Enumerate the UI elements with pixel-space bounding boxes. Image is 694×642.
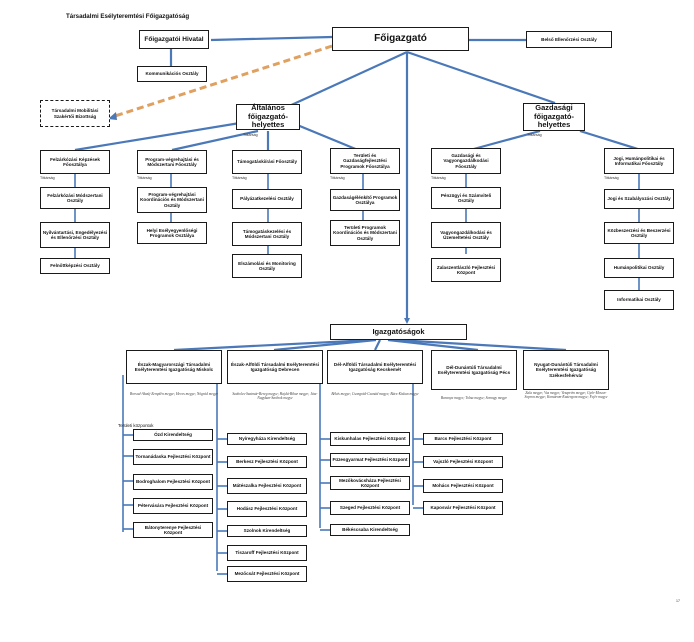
unit-box: Jogi és Szabályozási Osztály bbox=[604, 189, 674, 209]
unit-box: Bátonyterenye Fejlesztési Központ bbox=[133, 522, 213, 538]
unit-box: Barcs Fejlesztési Központ bbox=[423, 433, 503, 445]
directorate-counties: Szabolcs-Szatmár-Bereg megye; Hajdú-Biha… bbox=[232, 392, 318, 401]
unit-box: Mezőkovácsháza Fejlesztési Központ bbox=[330, 476, 410, 490]
unit-box: Pénzügyi és Számviteli Osztály bbox=[431, 187, 501, 209]
unit-box: Ózd Kirendeltség bbox=[133, 429, 213, 441]
internal-audit-box: Belső Ellenőrzési Osztály bbox=[526, 31, 612, 48]
page-number: 17 bbox=[676, 599, 680, 603]
secretariat-label: Titkárság bbox=[232, 176, 247, 180]
unit-box: Mezőcsát Fejlesztési Központ bbox=[227, 566, 307, 582]
unit-box: Nyilvántartási, Engedélyezési és Ellenőr… bbox=[40, 222, 110, 248]
directorate-counties: Békés megye; Csongrád-Csanád megye; Bács… bbox=[331, 392, 419, 396]
secretariat-label: Titkárság bbox=[431, 176, 446, 180]
unit-box: Hodász Fejlesztési Központ bbox=[227, 501, 307, 517]
unit-box: Gazdaságélénkítő Programok Osztálya bbox=[330, 189, 400, 211]
secretariat-label: Titkárság bbox=[604, 176, 619, 180]
department-head-box: Program-végrehajtási és Módszertani Főos… bbox=[137, 150, 207, 174]
unit-box: Kaposvár Fejlesztési Központ bbox=[423, 501, 503, 515]
directorate-box: Nyugat-Dunántúli Társadalmi Esélyteremté… bbox=[523, 350, 609, 390]
unit-box: Mátészalka Fejlesztési Központ bbox=[227, 478, 307, 494]
economic-deputy-box: Gazdasági főigazgató-helyettes bbox=[523, 103, 585, 131]
secretariat-label: Titkárság bbox=[527, 133, 542, 137]
department-head-box: Gazdasági és Vagyongazdálkodási Főosztál… bbox=[431, 148, 501, 174]
director-box: Főigazgató bbox=[332, 27, 469, 51]
unit-box: Pályázatkezelési Osztály bbox=[232, 189, 302, 209]
unit-box: Informatikai Osztály bbox=[604, 290, 674, 310]
unit-box: Vajszló Fejlesztési Központ bbox=[423, 456, 503, 468]
unit-box: Program-végrehajtási Koordinációs és Mód… bbox=[137, 187, 207, 213]
unit-box: Tiszaroff Fejlesztési Központ bbox=[227, 545, 307, 561]
unit-box: Tornanádaska Fejlesztési Központ bbox=[133, 449, 213, 465]
secretariat-label: Titkárság bbox=[243, 133, 258, 137]
unit-box: Zalaszentlászló Fejlesztési Központ bbox=[431, 258, 501, 282]
directorate-box: Észak-Alföldi Társadalmi Esélyteremtési … bbox=[227, 350, 323, 384]
unit-box: Pétervására Fejlesztési Központ bbox=[133, 498, 213, 514]
directorate-box: Észak-Magyarországi Társadalmi Esélytere… bbox=[126, 350, 222, 384]
department-head-box: Jogi, Humánpolitikai és Informatikai Főo… bbox=[604, 148, 674, 174]
unit-box: Felzárkózási Módszertani Osztály bbox=[40, 187, 110, 209]
unit-box: Felnőttképzési Osztály bbox=[40, 258, 110, 274]
unit-box: Szeged Fejlesztési Központ bbox=[330, 501, 410, 515]
unit-box: Vagyongazdálkodási és Üzemeltetési Osztá… bbox=[431, 222, 501, 248]
unit-box: Füzesgyarmat Fejlesztési Központ bbox=[330, 453, 410, 467]
unit-box: Területi Programok Koordinációs és Módsz… bbox=[330, 220, 400, 246]
general-deputy-box: Általános főigazgató-helyettes bbox=[236, 103, 300, 130]
directorate-box: Dél-Alföldi Társadalmi Esélyteremtési Ig… bbox=[327, 350, 423, 384]
centers-label: Területi központok bbox=[118, 423, 154, 428]
department-head-box: Támogatáskiírási Főosztály bbox=[232, 150, 302, 174]
unit-box: Bodroghalom Fejlesztési Központ bbox=[133, 474, 213, 490]
unit-box: Elszámolási és Monitoring Osztály bbox=[232, 254, 302, 278]
dashed-connector bbox=[111, 44, 333, 119]
director-office-box: Főigazgatói Hivatal bbox=[139, 30, 209, 49]
mobilisation-committee-box: Társadalmi Mobilitási Szakértői Bizottsá… bbox=[40, 100, 110, 127]
unit-box: Helyi Esélyegyenlőségi Programok Osztály… bbox=[137, 222, 207, 244]
secretariat-label: Titkárság bbox=[137, 176, 152, 180]
unit-box: Nyíregyháza Kirendeltség bbox=[227, 433, 307, 445]
unit-box: Támogatáskezelési és Módszertani Osztály bbox=[232, 222, 302, 246]
directorates-title-box: Igazgatóságok bbox=[330, 324, 467, 340]
unit-box: Közbeszerzési és Beszerzési Osztály bbox=[604, 222, 674, 244]
unit-box: Berkesz Fejlesztési Központ bbox=[227, 456, 307, 468]
unit-box: Szolnok Kirendeltség bbox=[227, 525, 307, 537]
directorate-counties: Borsod-Abaúj-Zemplén megye; Heves megye;… bbox=[130, 392, 218, 396]
secretariat-label: Titkárság bbox=[330, 176, 345, 180]
directorate-counties: Baranya megye; Tolna megye; Somogy megye bbox=[440, 396, 508, 400]
department-head-box: Területi és Gazdaságfejlesztési Programo… bbox=[330, 148, 400, 174]
unit-box: Humánpolitikai Osztály bbox=[604, 258, 674, 278]
communication-box: Kommunikációs Osztály bbox=[137, 66, 207, 82]
secretariat-label: Titkárság bbox=[40, 176, 55, 180]
directorate-box: Dél-Dunántúli Társadalmi Esélyteremtési … bbox=[431, 350, 517, 390]
unit-box: Kiskunhalas Fejlesztési Központ bbox=[330, 432, 410, 446]
unit-box: Mohács Fejlesztési Központ bbox=[423, 479, 503, 493]
unit-box: Békéscsaba Kirendeltség bbox=[330, 524, 410, 536]
department-head-box: Felzárkózási Képzések Főosztálya bbox=[40, 150, 110, 174]
directorate-counties: Zala megye; Vas megye; Veszprém megye; G… bbox=[524, 391, 608, 400]
org-title: Társadalmi Esélyteremtési Főigazgatóság bbox=[66, 13, 190, 20]
